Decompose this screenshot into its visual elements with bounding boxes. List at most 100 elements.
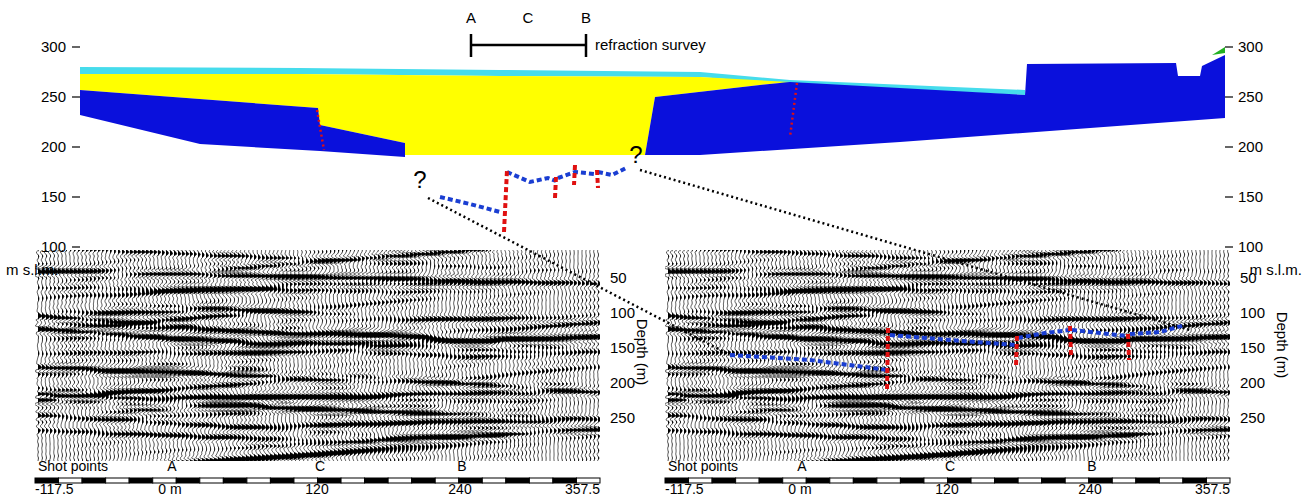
seismic-trace [711,250,723,461]
depth-tick: 100 [610,305,635,322]
elevation-axis [72,47,1233,247]
bedrock-right [645,55,1225,155]
shot-point: B [457,459,466,474]
scale-block [712,478,736,483]
depth-tick: 150 [1240,340,1265,357]
seismic-trace [954,250,967,461]
seismic-trace [704,250,715,461]
seismic-trace [139,250,153,461]
distance-tick: 357.5 [1195,482,1230,497]
trace-fill [158,250,165,461]
vegetation [1212,47,1225,55]
shot-point: C [315,459,325,474]
seismic-trace [769,250,783,461]
trace-fill [342,250,349,461]
seismic-trace [696,250,707,461]
shot-points-label: Shot points [38,459,108,474]
distance-tick: -117.5 [35,482,74,497]
seismic-trace [930,250,943,461]
trace-fill [134,250,141,461]
seismic-trace [108,250,120,461]
distance-tick: 0 m [158,482,181,497]
trace-fill [972,250,979,461]
scale-block [995,478,1019,483]
trace-fill [162,250,169,461]
trace-fill [796,250,803,461]
distance-tick: 0 m [788,482,811,497]
survey-bar [471,34,586,57]
survey-point: A [466,10,476,27]
seismic-trace [975,250,987,461]
scale-block [830,478,854,483]
seismic-section [665,250,1230,461]
seismic-trace [333,250,345,461]
question-mark: ? [413,167,426,193]
scale-block [223,478,247,483]
seismic-trace [192,250,205,461]
seismic-trace [345,250,357,461]
depth-tick: 200 [1240,375,1265,392]
seismic-trace [129,250,141,461]
seismic-trace [320,250,333,461]
seismic-trace [935,250,947,461]
seismic-trace [785,250,799,461]
scale-block [1159,478,1183,483]
seismic-trace [926,250,939,461]
axis-unit: m s.l.m. [6,262,59,279]
seismic-trace [305,250,317,461]
interpreted-fault [887,326,1129,392]
seismic-trace [963,250,975,461]
seismic-trace [716,250,727,461]
seismic-trace [66,250,77,461]
seismic-trace [296,250,309,461]
seismic-trace [292,250,305,461]
scale-block [736,478,760,483]
seismic-trace [835,250,847,461]
seismic-trace [971,250,983,461]
seismic-trace [918,250,931,461]
trace-fill [792,250,799,461]
scale-block [900,478,924,483]
survey-point: C [523,10,534,27]
trace-fill [166,250,173,461]
fault-line [790,83,797,137]
seismic-trace [826,250,839,461]
elevation-tick: 300 [41,39,66,56]
seismic-trace [155,250,169,461]
scale-block [1112,478,1136,483]
trace-fill [776,250,783,461]
seismic-trace [201,250,213,461]
trace-fill [146,250,153,461]
seismic-trace [1224,250,1230,461]
depth-tick: 150 [610,340,635,357]
trace-fill [772,250,779,461]
seismic-trace [939,250,951,461]
trace-fill [768,250,775,461]
trace-fill [852,250,859,461]
trace-fill [130,250,137,461]
scale-block [82,478,106,483]
seismic-trace [692,250,703,461]
fault-line [317,110,324,150]
scale-block [129,478,153,483]
seismic-trace [313,250,325,461]
elevation-tick: 250 [1238,89,1263,106]
trace-fill [138,250,145,461]
seismic-trace [104,250,116,461]
seismic-trace [196,250,209,461]
depth-tick: 50 [610,270,627,287]
trace-fill [788,250,795,461]
seismic-trace [143,250,157,461]
seismic-trace [341,250,353,461]
seismic-trace [316,250,329,461]
depth-tick: 200 [610,375,635,392]
seismic-trace [74,250,85,461]
scale-block [529,478,553,483]
seismic-trace [349,250,361,461]
elevation-tick: 300 [1238,39,1263,56]
seismic-trace [946,250,959,461]
trace-fill [338,250,345,461]
interpreted-fault [504,165,598,232]
